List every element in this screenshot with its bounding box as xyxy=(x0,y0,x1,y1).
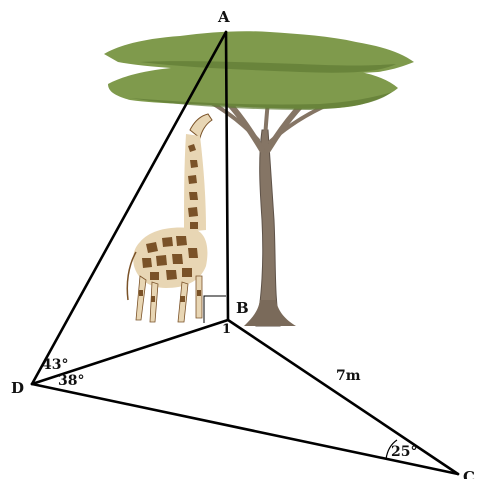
label-angle-BCD: 25° xyxy=(391,444,417,460)
tree-canopy-shade-2 xyxy=(130,92,392,110)
giraffe-icon xyxy=(126,113,213,323)
label-angle-BDC: 38° xyxy=(58,373,84,389)
label-angle-ADB: 43° xyxy=(42,357,68,373)
triangle-lines xyxy=(30,30,460,476)
line-DC xyxy=(30,382,460,476)
tree-canopy-lower xyxy=(108,65,398,109)
angle-arc-C xyxy=(385,439,398,460)
tree-root xyxy=(244,300,296,326)
giraffe-tail xyxy=(126,251,137,301)
line-BC xyxy=(226,318,460,476)
label-point-A: A xyxy=(217,8,230,26)
giraffe-leg-1 xyxy=(135,275,147,321)
right-angle-marker xyxy=(203,295,226,323)
line-DB xyxy=(30,318,230,386)
label-length-BC: 7m xyxy=(336,368,361,384)
acacia-tree-icon xyxy=(104,31,414,327)
label-point-C: C xyxy=(463,468,475,479)
line-AB xyxy=(224,30,230,322)
giraffe-leg-4 xyxy=(195,275,203,319)
tree-trunk xyxy=(255,129,281,327)
label-mark-1: 1 xyxy=(222,322,231,337)
line-AD xyxy=(30,30,228,386)
giraffe-head xyxy=(189,113,213,139)
label-point-B: B xyxy=(236,299,249,317)
tree-canopy-shade xyxy=(140,61,396,73)
giraffe-spots xyxy=(139,144,201,302)
label-point-D: D xyxy=(11,379,24,397)
